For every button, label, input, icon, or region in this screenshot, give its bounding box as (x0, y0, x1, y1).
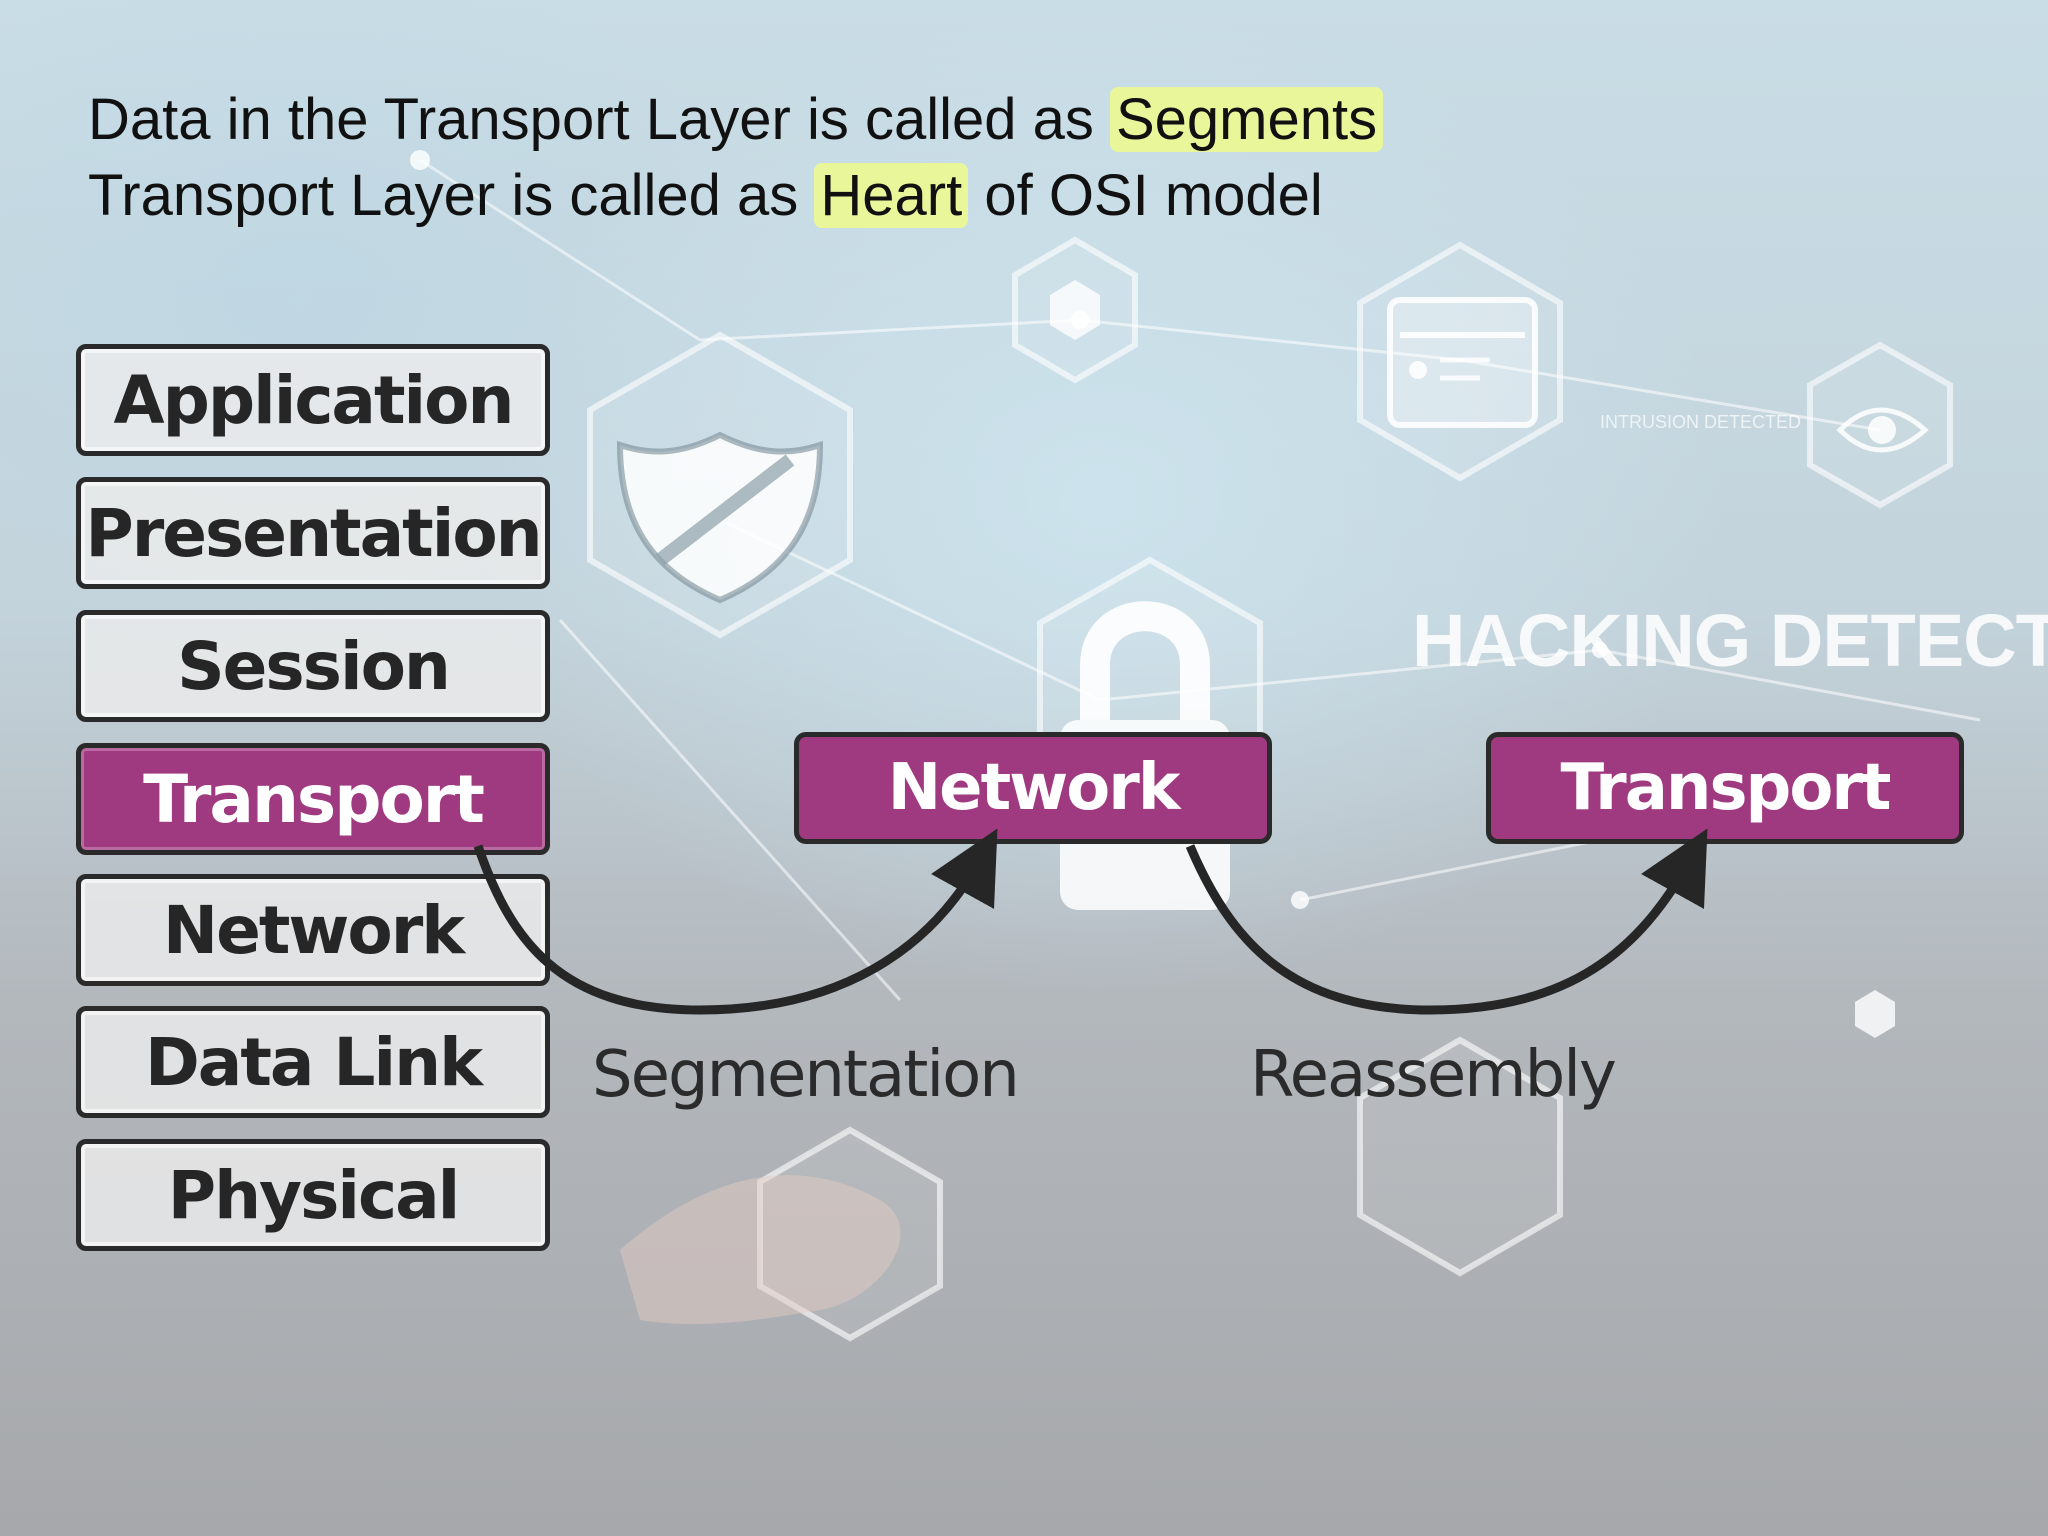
highlight-heart: Heart (814, 163, 969, 228)
heading-line-1: Data in the Transport Layer is called as… (88, 82, 1384, 158)
osi-layer-presentation: Presentation (76, 477, 550, 589)
osi-layer-transport: Transport (76, 743, 550, 855)
segmentation-arrow (473, 828, 998, 1015)
slide-heading: Data in the Transport Layer is called as… (88, 82, 1384, 234)
segmentation-label: Segmentation (592, 1038, 1020, 1112)
heading-line-2-suffix: of OSI model (968, 163, 1323, 228)
id-card-icon (1387, 297, 1538, 428)
heading-line-2-text: Transport Layer is called as (88, 163, 815, 228)
transport-box: Transport (1486, 732, 1964, 844)
osi-layer-session: Session (76, 610, 550, 722)
osi-layer-network: Network (76, 874, 550, 986)
network-box: Network (794, 732, 1272, 844)
hacking-detected-text: HACKING DETECTED (1412, 599, 2048, 682)
heading-line-1-text: Data in the Transport Layer is called as (88, 87, 1110, 152)
highlight-segments: Segments (1109, 87, 1384, 152)
reassembly-label: Reassembly (1250, 1038, 1617, 1112)
osi-layer-physical: Physical (76, 1139, 550, 1251)
eye-icon (1836, 407, 1929, 453)
reassembly-arrow (1185, 828, 1708, 1015)
shield-icon (616, 431, 824, 604)
osi-layer-application: Application (76, 344, 550, 456)
osi-layer-data-link: Data Link (76, 1006, 550, 1118)
heading-line-2: Transport Layer is called as Heart of OS… (88, 158, 1383, 234)
intrusion-detected-text: INTRUSION DETECTED (1600, 412, 1802, 432)
